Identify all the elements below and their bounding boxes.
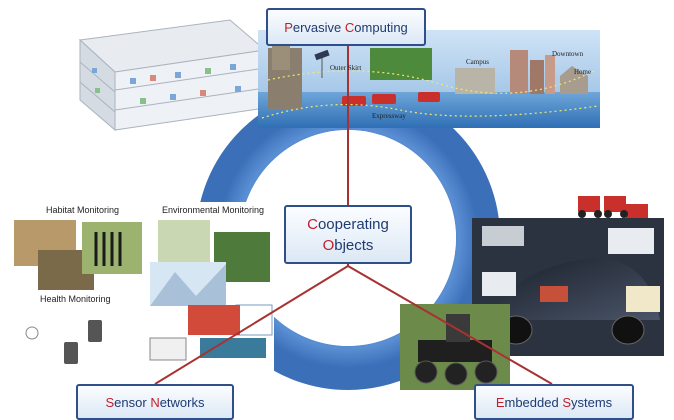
networks-initial: N	[150, 394, 160, 410]
systems-initial: S	[562, 394, 571, 410]
outer-skirt-label: Outer Skirt	[330, 64, 362, 72]
systems-rest: ystems	[571, 394, 613, 410]
pervasive-computing-label: Pervasive Computing	[284, 20, 408, 35]
sensor-networks-collage	[12, 202, 274, 374]
cooperating-line: Cooperating	[307, 214, 389, 235]
computing-rest: omputing	[354, 19, 408, 35]
connector-lines	[154, 46, 553, 385]
embedded-initial: E	[495, 394, 505, 410]
cooperating-rest: ooperating	[317, 215, 389, 233]
downtown-label: Downtown	[552, 50, 584, 58]
pervasive-computing-node: Pervasive Computing	[266, 8, 426, 46]
pervasive-rest: ervasive	[292, 19, 345, 35]
networks-rest: etworks	[159, 394, 205, 410]
sensor-initial: S	[105, 394, 115, 410]
robot-rover-photo	[400, 304, 510, 390]
pervasive-initial: P	[284, 19, 293, 35]
connector-to-embedded-systems	[347, 265, 553, 385]
embedded-rest: mbedded	[504, 394, 563, 410]
cooperating-objects-node: Cooperating Objects	[284, 205, 412, 264]
expressway-label: Expressway	[372, 112, 406, 120]
sensor-networks-node: Sensor Networks	[76, 384, 234, 420]
habitat-monitoring-title: Habitat Monitoring	[46, 205, 120, 215]
embedded-systems-label: Embedded Systems	[496, 395, 612, 410]
objects-line: Objects	[323, 235, 374, 256]
objects-rest: bjects	[334, 236, 374, 254]
health-monitoring-title: Health Monitoring	[40, 294, 111, 304]
cooperating-initial: C	[307, 215, 318, 233]
city-panorama-illustration	[258, 30, 600, 128]
campus-label: Campus	[466, 58, 489, 66]
computing-initial: C	[344, 19, 355, 35]
environmental-monitoring-title: Environmental Monitoring	[162, 205, 265, 215]
embedded-systems-node: Embedded Systems	[474, 384, 634, 420]
building-cutaway-illustration	[78, 19, 267, 132]
objects-initial: O	[322, 236, 335, 254]
home-label: Home	[574, 68, 592, 76]
connector-to-sensor-networks	[154, 265, 349, 385]
sensor-networks-label: Sensor Networks	[106, 395, 205, 410]
sensor-rest: ensor	[114, 394, 151, 410]
